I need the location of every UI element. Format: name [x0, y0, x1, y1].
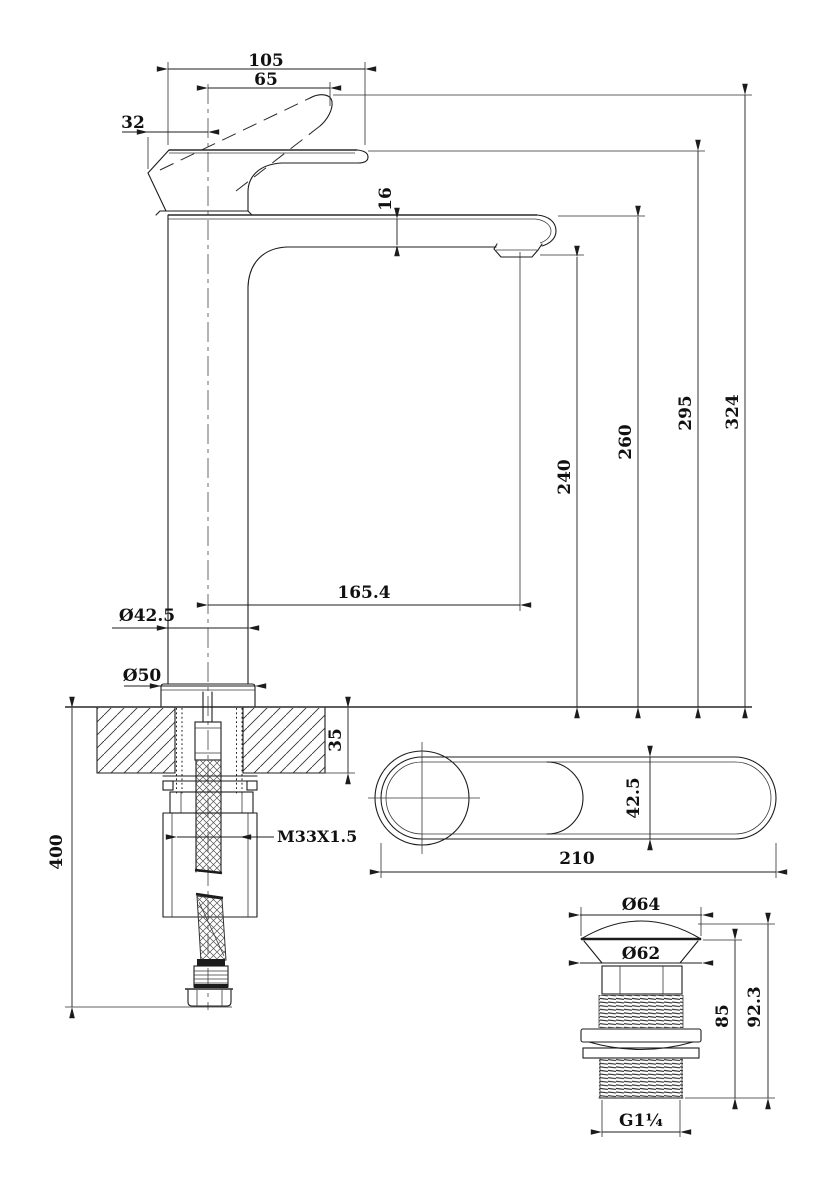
dim-105-label: 105: [248, 51, 284, 71]
dim-shank-thread-label: M33X1.5: [277, 827, 357, 846]
dim-295-label: 295: [676, 395, 696, 431]
lower-housing: [162, 812, 258, 918]
dim-cap-diameter-label: Ø64: [622, 895, 661, 915]
dim-cap-base-diameter-label: Ø62: [622, 944, 660, 964]
lever-end-outline: [546, 761, 584, 835]
hose-ferrule: [197, 959, 225, 966]
dim-240-label: 240: [555, 459, 575, 495]
dim-260-label: 260: [616, 424, 636, 460]
dim-outlet-thread-label: G1¼: [619, 1111, 663, 1131]
dim-324-label: 324: [723, 394, 743, 430]
drain-flange: [580, 1028, 702, 1043]
dim-400-label: 400: [47, 834, 67, 870]
dim-165-4-label: 165.4: [337, 583, 390, 603]
drain-thread-upper: [599, 995, 683, 1028]
dim-85-label: 85: [713, 1004, 733, 1028]
dim-topview-width-label: 42.5: [624, 777, 644, 818]
drain-valve-block: [601, 965, 683, 995]
handle-lever: [147, 149, 369, 216]
drain-assembly-view: Ø64 Ø62 85 92.3 G1¼: [568, 895, 775, 1137]
handle-lever-raised-phantom: [159, 94, 333, 192]
top-view: 42.5 210: [368, 742, 788, 878]
front-view: 105 65 32 16 165.4 Ø42.5 Ø50: [47, 51, 752, 1019]
dim-16-label: 16: [376, 187, 396, 211]
dim-base-diameter-label: Ø50: [123, 666, 162, 686]
dim-210-label: 210: [559, 849, 595, 869]
dim-65-label: 65: [254, 70, 278, 90]
braided-hose-upper: [196, 760, 221, 872]
drain-cap-dome: [580, 920, 702, 940]
dim-32-label: 32: [121, 113, 145, 133]
drain-thread-lower: [599, 1058, 683, 1098]
mounting-bracket: [162, 775, 258, 782]
center-cross: [368, 742, 480, 854]
dim-92-3-label: 92.3: [745, 986, 765, 1027]
deck-section: [65, 706, 752, 774]
front-view-dimensions: 105 65 32 16 165.4 Ø42.5 Ø50: [47, 51, 752, 1019]
dim-body-diameter-label: Ø42.5: [119, 606, 175, 626]
shank-and-supply-hose: [162, 691, 258, 1007]
drain-cap-skirt: [583, 940, 699, 964]
dim-35-label: 35: [326, 728, 346, 752]
faucet-body-spout: [160, 214, 557, 708]
